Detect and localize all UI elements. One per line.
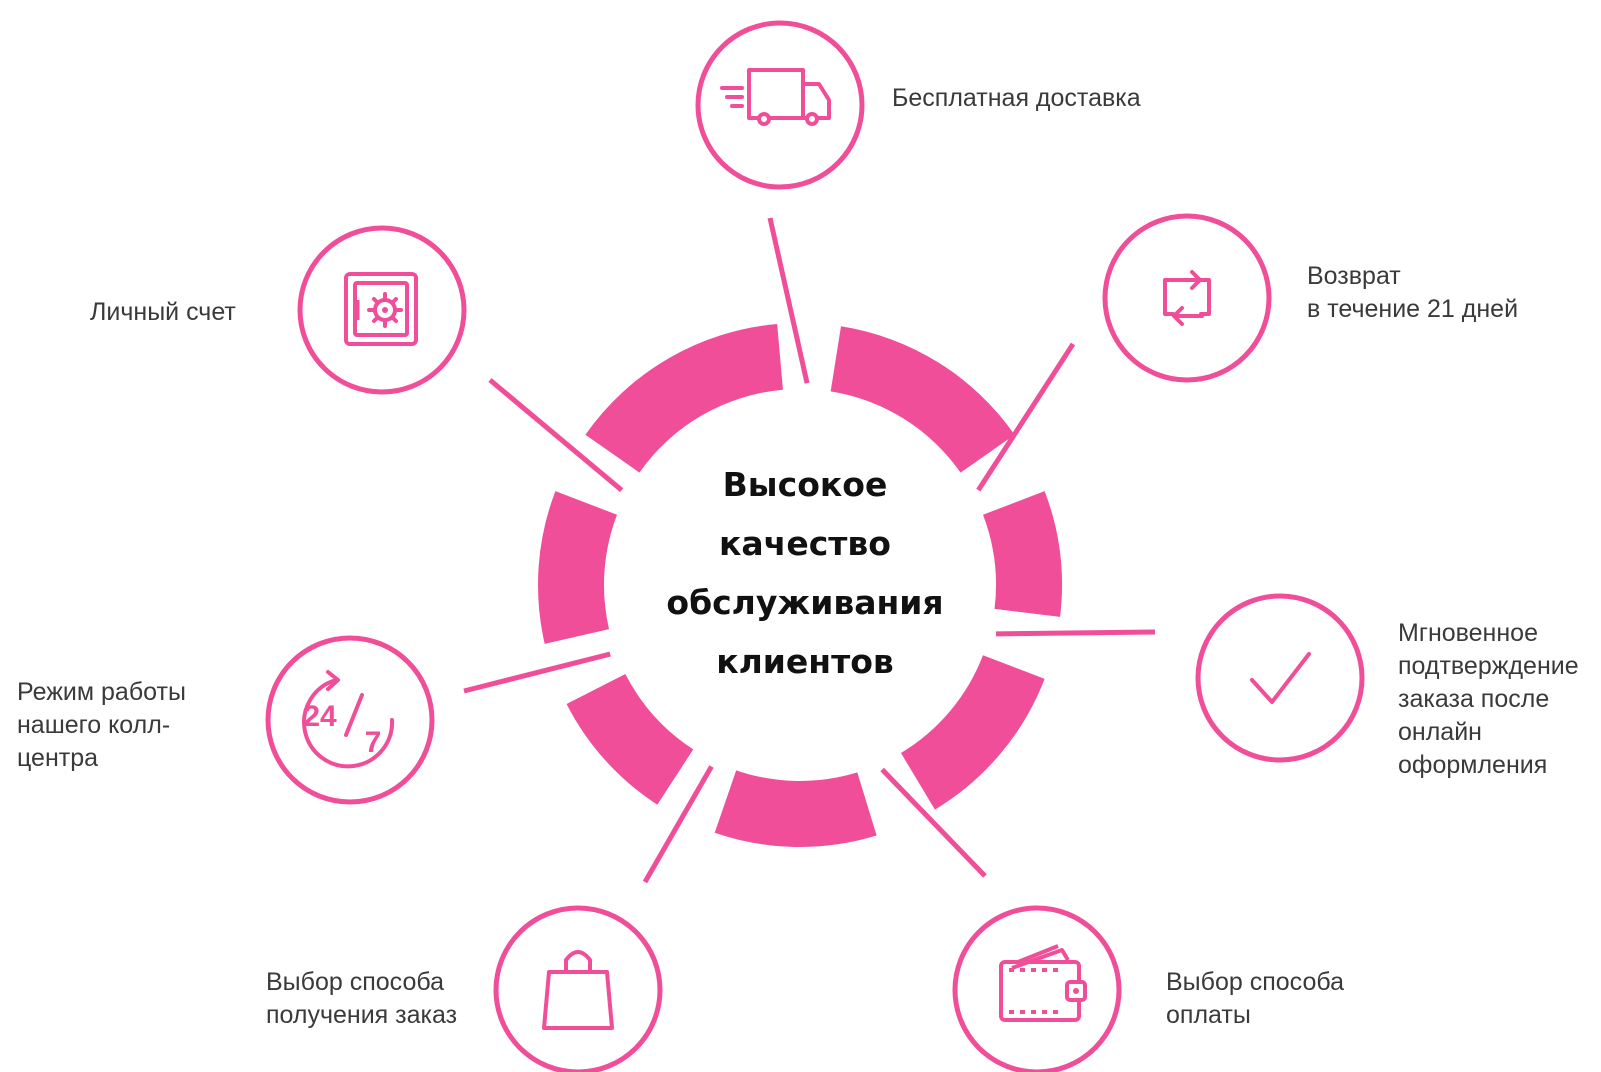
label-line: нашего колл-	[17, 711, 171, 739]
clock-24-7-icon: 24 7	[302, 670, 395, 769]
node-circle-pickup	[493, 905, 663, 1072]
center-title-line: качество	[719, 524, 891, 563]
connector-line-support	[463, 651, 611, 694]
center-title-line: обслуживания	[666, 583, 944, 622]
label-line: подтверждение	[1398, 652, 1579, 680]
connector-lines	[463, 217, 1156, 884]
ring-segment	[900, 655, 1045, 810]
truck-icon	[720, 68, 831, 126]
label-line: Возврат	[1307, 262, 1401, 290]
checkmark-icon	[1250, 652, 1311, 704]
label-line: Выбор способа	[266, 968, 444, 996]
connector-line-confirm	[995, 629, 1156, 637]
label-delivery: Бесплатная доставка	[892, 82, 1141, 115]
safe-icon	[344, 272, 418, 346]
node-circle-delivery	[695, 20, 865, 190]
node-return	[1102, 213, 1272, 383]
ring-segment	[538, 491, 618, 644]
ring-segment	[830, 326, 1015, 473]
node-support: 24 7	[265, 635, 435, 805]
node-circle-confirm	[1195, 593, 1365, 763]
label-support: Режим работы нашего колл- центра	[17, 676, 186, 775]
connector-line-delivery	[767, 217, 810, 384]
label-line: заказа после	[1398, 685, 1550, 713]
label-confirm: Мгновенное подтверждение заказа после он…	[1398, 617, 1579, 782]
label-line: оформления	[1398, 751, 1548, 779]
label-line: оплаты	[1166, 1001, 1251, 1029]
support-hours-text: 24	[303, 700, 337, 733]
label-line: Режим работы	[17, 678, 186, 706]
node-account	[297, 225, 467, 395]
shopping-bag-icon	[542, 950, 614, 1030]
node-circle-payment	[952, 905, 1122, 1072]
label-line: онлайн	[1398, 718, 1482, 746]
node-pickup	[493, 905, 663, 1072]
ring-segment	[982, 491, 1062, 617]
connector-line-account	[488, 378, 624, 493]
label-account: Личный счет	[90, 296, 236, 329]
node-confirm	[1195, 593, 1365, 763]
refresh-icon	[1163, 270, 1211, 326]
label-return: Возврат в течение 21 дней	[1307, 260, 1518, 326]
ring-segment	[714, 770, 877, 847]
connector-line-payment	[880, 767, 987, 878]
ring-segment	[566, 673, 694, 805]
wallet-icon	[999, 944, 1087, 1022]
node-payment	[952, 905, 1122, 1072]
center-title-line: клиентов	[716, 642, 894, 681]
center-title: Высокое качество обслуживания клиентов	[610, 455, 1000, 691]
label-line: центра	[17, 744, 99, 772]
label-line: Личный счет	[90, 298, 236, 326]
center-ring	[538, 323, 1062, 847]
label-payment: Выбор способа оплаты	[1166, 966, 1344, 1032]
support-days-text: 7	[365, 726, 382, 759]
node-delivery	[695, 20, 865, 190]
label-line: Мгновенное	[1398, 619, 1538, 647]
center-title-line: Высокое	[722, 465, 888, 504]
label-line: Бесплатная доставка	[892, 84, 1141, 112]
label-line: в течение 21 дней	[1307, 295, 1519, 323]
label-line: Выбор способа	[1166, 968, 1344, 996]
ring-segment	[585, 323, 783, 473]
connector-line-return	[976, 342, 1076, 492]
node-circle-return	[1102, 213, 1272, 383]
label-line: получения заказ	[266, 1001, 458, 1029]
connector-line-pickup	[642, 765, 714, 884]
label-pickup: Выбор способа получения заказ	[266, 966, 457, 1032]
